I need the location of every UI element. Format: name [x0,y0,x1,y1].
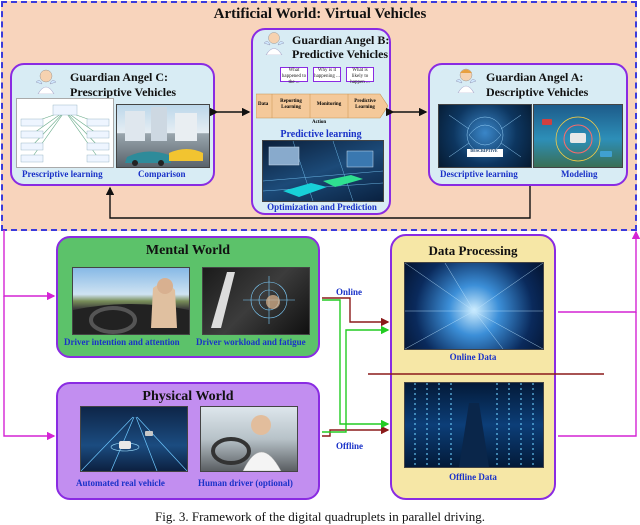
offline-data-image [404,382,544,468]
flow-step-reporting: Reporting Learning [280,99,302,110]
modeling-image [533,104,623,168]
automated-vehicle-image [80,406,188,472]
flow-step-monitoring: Monitoring [316,102,342,107]
descriptive-brain-text: DESCRIPTIVE [470,148,498,153]
guardian-b-title-2: Predictive Vehicles [292,47,389,61]
offline-arrow-label: Offline [336,441,363,451]
figure-caption: Fig. 3. Framework of the digital quadrup… [155,509,485,524]
driver-intention-label: Driver intention and attention [64,337,180,347]
guardian-c-title-1: Guardian Angel C: [70,70,169,84]
question-box-1: What happened to the ... [280,67,308,85]
guardian-a-title-1: Guardian Angel A: [486,70,584,84]
optimization-label: Optimization and Prediction [267,202,377,212]
driver-workload-label: Driver workload and fatigue [196,337,306,347]
predictive-flow [255,88,389,124]
artificial-world-title: Artificial World: Virtual Vehicles [213,6,427,22]
online-arrow-label: Online [336,287,363,297]
comparison-label: Comparison [138,169,186,179]
offline-data-label: Offline Data [449,472,497,482]
online-data-image [404,262,544,350]
driver-workload-image [202,267,310,335]
question-box-3: What is likely to happen ... [346,67,374,85]
descriptive-learning-label: Descriptive learning [440,169,518,179]
data-processing-title: Data Processing [428,243,518,258]
human-driver-image [200,406,298,472]
flow-action-label: Action [312,120,327,125]
angel-c-icon [34,68,58,95]
human-driver-label: Human driver (optional) [198,478,293,488]
optimization-image [262,140,384,202]
automated-vehicle-label: Automated real vehicle [76,478,165,488]
descriptive-image [438,104,532,168]
mental-world-title: Mental World [145,243,231,258]
flow-step-predictive: Predictive Learning [354,99,376,110]
comparison-image [116,104,210,168]
guardian-c-title-2: Prescriptive Vehicles [70,85,177,99]
modeling-label: Modeling [561,169,598,179]
prescriptive-learning-label: Prescriptive learning [22,169,103,179]
prescriptive-mindmap [16,98,114,168]
guardian-b-title-1: Guardian Angel B: [292,33,390,47]
question-box-2: Why is it happening ... [313,67,341,82]
predictive-learning-label: Predictive learning [280,129,362,140]
angel-b-icon [263,31,285,56]
angel-a-icon [454,67,478,94]
driver-intention-image [72,267,190,335]
physical-world-title: Physical World [142,389,234,404]
guardian-a-title-2: Descriptive Vehicles [486,85,589,99]
online-data-label: Online Data [449,352,497,362]
flow-step-data: Data [258,102,269,107]
